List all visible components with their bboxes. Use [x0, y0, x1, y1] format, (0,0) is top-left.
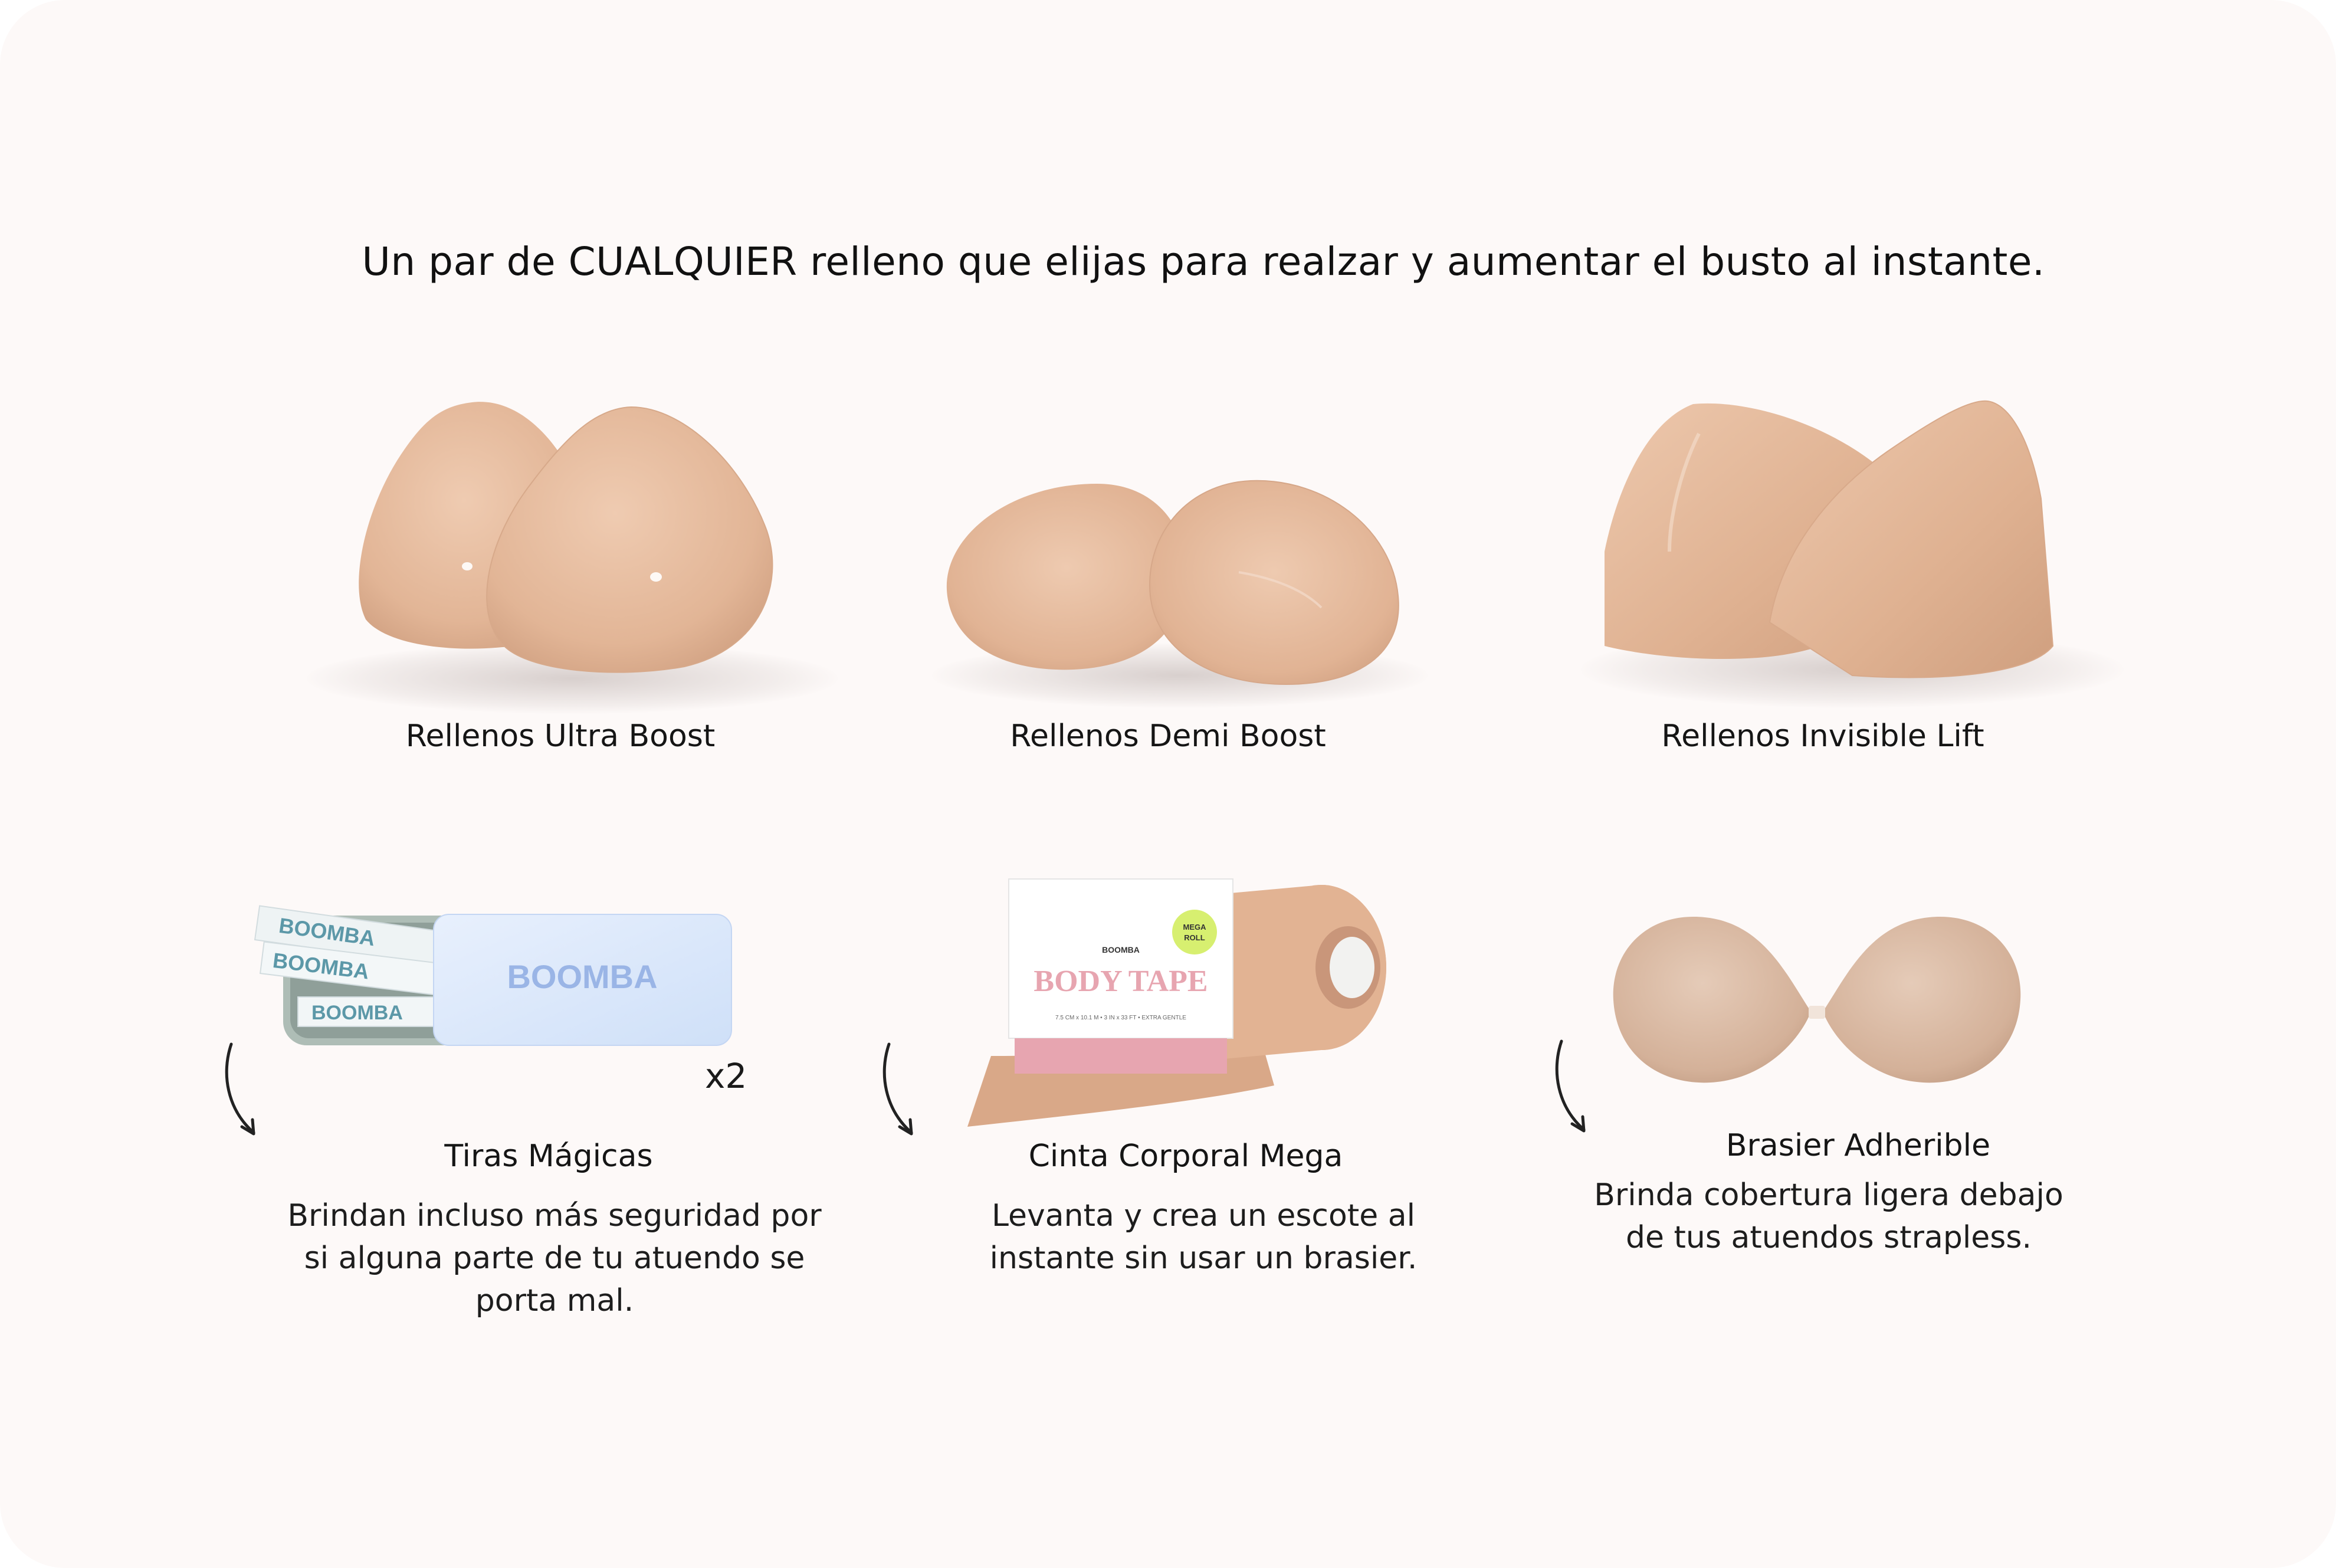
description-line: si alguna parte de tu atuendo se [304, 1241, 805, 1276]
quantity-badge: x2 [705, 1056, 747, 1096]
invisible-lift-label: Rellenos Invisible Lift [1661, 719, 1984, 754]
description-line: porta mal. [475, 1283, 634, 1318]
invisible-lift-pads-image [1605, 400, 2054, 678]
description-line: Brinda cobertura ligera debajo [1594, 1177, 2063, 1213]
ultra-boost-label: Rellenos Ultra Boost [405, 719, 716, 754]
demi-boost-pads-image [946, 480, 1399, 685]
tiras-magicas-label: Tiras Mágicas [444, 1139, 653, 1174]
demi-boost-label: Rellenos Demi Boost [1010, 719, 1326, 754]
headline: Un par de CUALQUIER relleno que elijas p… [362, 239, 2045, 284]
strip-text: BOOMBA [311, 1002, 403, 1024]
description-line: Levanta y crea un escote al [991, 1198, 1416, 1234]
box-title-text: BODY TAPE [1034, 965, 1208, 998]
cinta-corporal-description: Levanta y crea un escote al instante sin… [920, 1195, 1487, 1280]
brasier-adherible-label: Brasier Adherible [1725, 1128, 1991, 1163]
curved-arrow-down-icon [1555, 1039, 1586, 1133]
tin-brand-text: BOOMBA [507, 958, 657, 995]
description-line: de tus atuendos strapless. [1626, 1220, 2032, 1255]
badge-line1: MEGA [1183, 923, 1207, 931]
body-tape-image: BOOMBA BODY TAPE 7.5 CM x 10.1 M • 3 IN … [967, 878, 1386, 1127]
curved-arrow-down-icon [225, 1042, 255, 1136]
tiras-tin-image: BOOMBA BOOMBA BOOMBA BOOMBA [254, 905, 732, 1046]
curved-arrow-down-icon [882, 1042, 913, 1136]
description-line: Brindan incluso más seguridad por [287, 1198, 822, 1234]
description-line: instante sin usar un brasier. [989, 1241, 1418, 1276]
badge-line2: ROLL [1184, 933, 1205, 942]
box-brand-text: BOOMBA [1102, 945, 1140, 954]
box-specs-text: 7.5 CM x 10.1 M • 3 IN x 33 FT • EXTRA G… [1055, 1015, 1186, 1021]
brasier-adherible-description: Brinda cobertura ligera debajo de tus at… [1557, 1174, 2100, 1259]
ultra-boost-pads-image [359, 402, 773, 673]
tiras-magicas-description: Brindan incluso más seguridad por si alg… [224, 1195, 885, 1322]
cinta-corporal-label: Cinta Corporal Mega [1028, 1139, 1343, 1174]
adhesive-bra-image [1613, 917, 2021, 1083]
